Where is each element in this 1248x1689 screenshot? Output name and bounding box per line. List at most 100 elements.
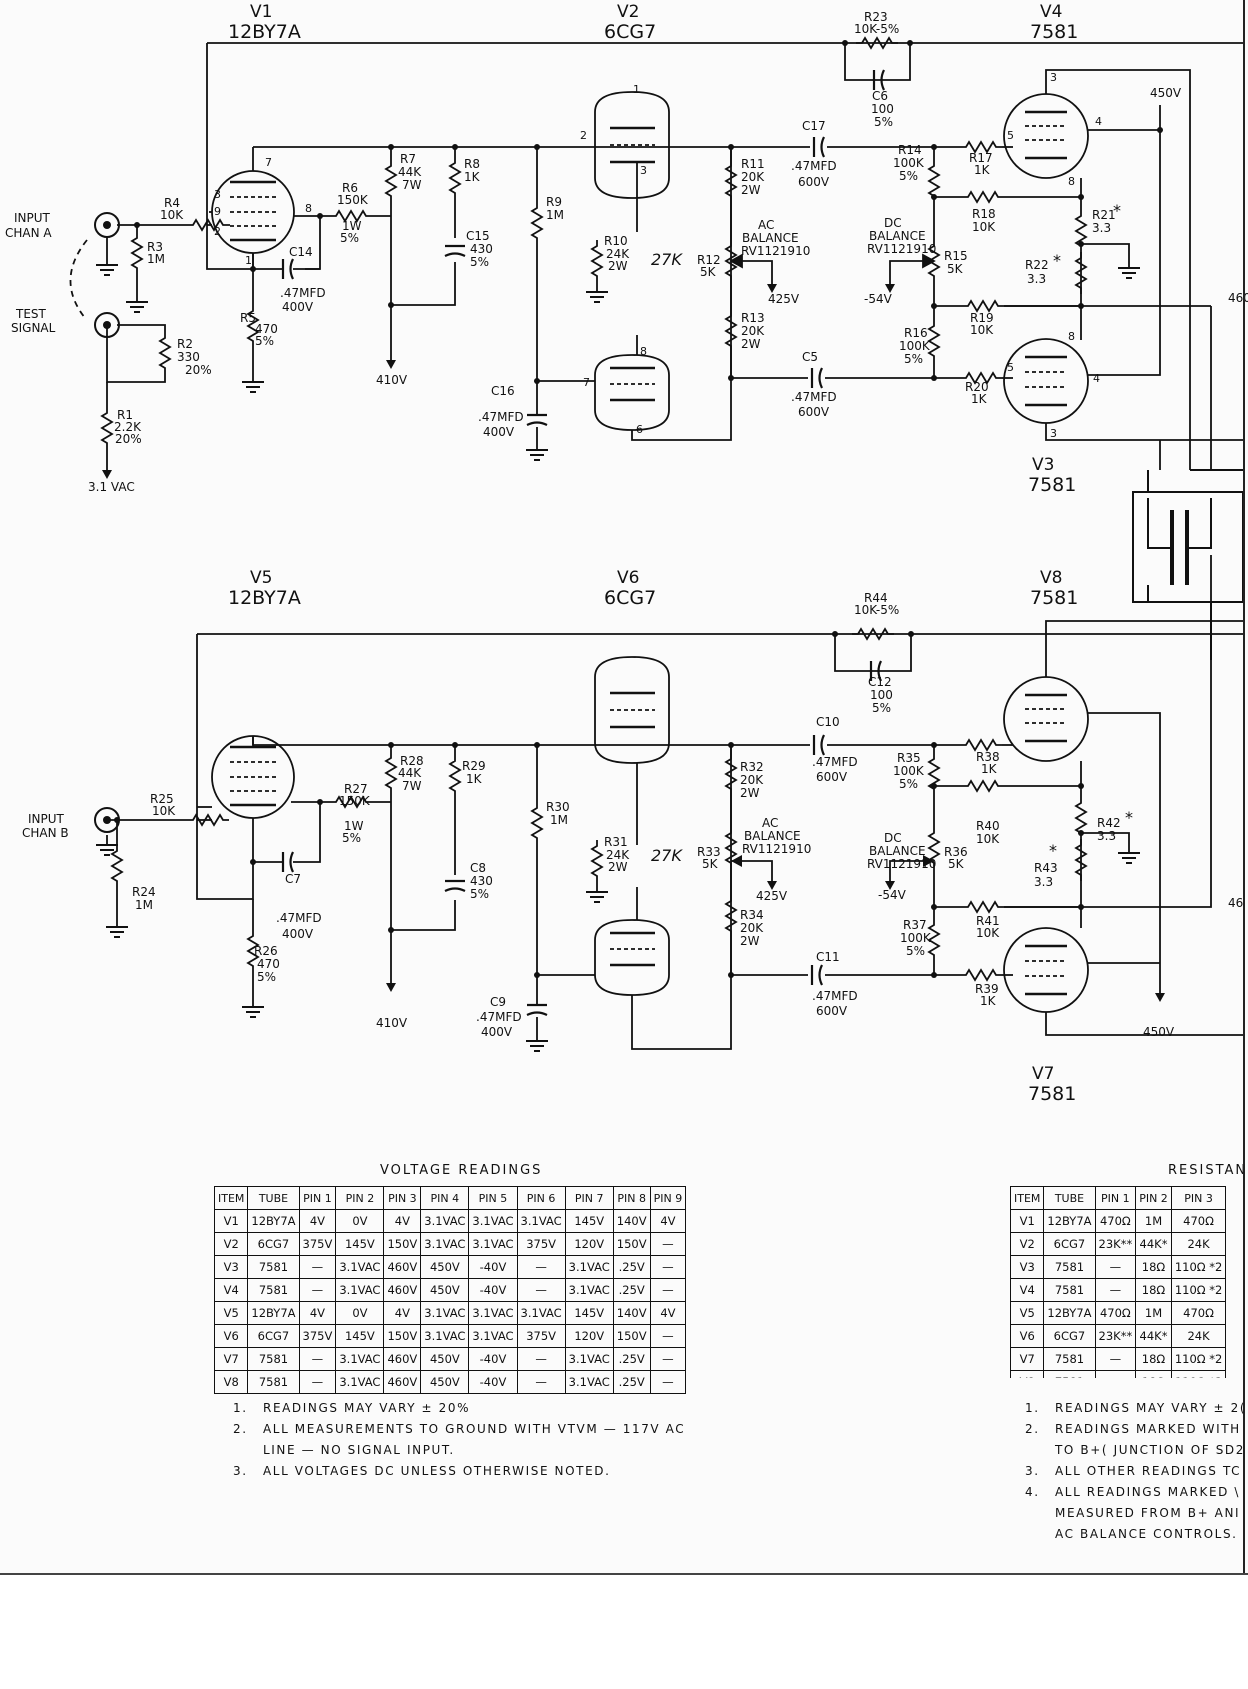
r43-val: 3.3 bbox=[1034, 875, 1053, 889]
voltage-table-cell: 145V bbox=[564, 1209, 614, 1233]
resistance-table-cell: 12BY7A bbox=[1043, 1209, 1096, 1233]
r31-ref: R31 bbox=[604, 835, 628, 849]
voltage-table-cell: .25V bbox=[612, 1347, 651, 1371]
r38-ref: R38 bbox=[976, 750, 1000, 764]
voltage-header-cell: PIN 6 bbox=[516, 1186, 566, 1210]
r31-w: 2W bbox=[608, 860, 628, 874]
voltage-table-cell: V3 bbox=[213, 1255, 249, 1279]
note-text: READINGS MAY VARY ± 2( bbox=[1055, 1401, 1243, 1415]
c16-v: 400V bbox=[483, 425, 515, 439]
voltage-table-cell: 460V bbox=[383, 1278, 422, 1302]
voltage-table-cell: — bbox=[649, 1255, 687, 1279]
note-line: 2.ALL MEASUREMENTS TO GROUND WITH VTVM —… bbox=[233, 1419, 685, 1440]
note-text: ALL MEASUREMENTS TO GROUND WITH VTVM — 1… bbox=[263, 1422, 686, 1436]
voltage-table-cell: -40V bbox=[468, 1255, 518, 1279]
c12-val: 100 bbox=[870, 688, 893, 702]
r1-tol: 20% bbox=[115, 432, 142, 446]
r12-val: 5K bbox=[700, 265, 717, 279]
resistance-table-cell: 470Ω bbox=[1094, 1301, 1137, 1325]
v2-pin-6: 6 bbox=[636, 423, 643, 436]
note-line: 3.ALL VOLTAGES DC UNLESS OTHERWISE NOTED… bbox=[233, 1461, 685, 1482]
note-line: 4.ALL READINGS MARKED \ bbox=[1025, 1482, 1243, 1503]
voltage-table-cell: 3.1VAC bbox=[468, 1324, 518, 1348]
r37-val: 100K bbox=[900, 931, 932, 945]
r19-ref: R19 bbox=[970, 311, 994, 325]
c17-val: .47MFD bbox=[791, 159, 837, 173]
resistance-header-cell: TUBE bbox=[1043, 1186, 1096, 1210]
tube-v7 bbox=[1003, 927, 1089, 1013]
ac-balance-b-2: BALANCE bbox=[744, 829, 801, 843]
supply-410-b: 410V bbox=[376, 1016, 408, 1030]
r6-val: 150K bbox=[337, 193, 369, 207]
c7-val: .47MFD bbox=[276, 911, 322, 925]
r35-ref: R35 bbox=[897, 751, 921, 765]
note-line: 1.READINGS MAY VARY ± 20% bbox=[233, 1398, 685, 1419]
r37-tol: 5% bbox=[906, 944, 925, 958]
v1-pin-1: 1 bbox=[245, 254, 252, 267]
resistance-table-cell: V5 bbox=[1010, 1301, 1045, 1325]
voltage-table-cell: 140V bbox=[612, 1301, 651, 1325]
v2-pin-7: 7 bbox=[583, 376, 590, 389]
r35-tol: 5% bbox=[899, 777, 918, 791]
c7-v: 400V bbox=[282, 927, 314, 941]
r4-val: 10K bbox=[160, 208, 184, 222]
r11-ref: R11 bbox=[741, 157, 765, 171]
r28-val: 44K bbox=[398, 766, 422, 780]
voltage-table-cell: 145V bbox=[564, 1301, 614, 1325]
ac-balance-a-1: AC bbox=[758, 218, 774, 232]
tube-v6 bbox=[594, 656, 670, 996]
v1-ref: V1 bbox=[250, 2, 272, 22]
labels-b: V5 12BY7A V6 6CG7 V8 7581 V7 7581 INPUT … bbox=[22, 568, 1243, 1105]
r17-val: 1K bbox=[974, 163, 991, 177]
v7-type: 7581 bbox=[1028, 1083, 1076, 1105]
resistance-table-cell: 24K bbox=[1170, 1232, 1227, 1256]
resistance-table-cell: 44K* bbox=[1135, 1232, 1172, 1256]
r26-tol: 5% bbox=[257, 970, 276, 984]
r15-ref: R15 bbox=[944, 249, 968, 263]
voltage-table-cell: 7581 bbox=[247, 1347, 300, 1371]
voltage-table-cell: — bbox=[516, 1370, 566, 1394]
r19-val: 10K bbox=[970, 323, 994, 337]
v3-pin-3: 3 bbox=[1050, 427, 1057, 440]
voltage-table-cell: 375V bbox=[298, 1324, 337, 1348]
c11-val: .47MFD bbox=[812, 989, 858, 1003]
supply-425-a: 425V bbox=[768, 292, 800, 306]
r6-tol: 5% bbox=[340, 231, 359, 245]
voltage-table-cell: 460V bbox=[383, 1255, 422, 1279]
r13-ref: R13 bbox=[741, 311, 765, 325]
voltage-table-cell: 150V bbox=[612, 1324, 651, 1348]
r14-ref: R14 bbox=[898, 143, 922, 157]
r13-val: 20K bbox=[741, 324, 765, 338]
voltage-table-cell: 6CG7 bbox=[247, 1324, 300, 1348]
r30-ref: R30 bbox=[546, 800, 570, 814]
r27-tol: 5% bbox=[342, 831, 361, 845]
r43-ref: R43 bbox=[1034, 861, 1058, 875]
resistance-header-cell: ITEM bbox=[1010, 1186, 1045, 1210]
v2-pin-2: 2 bbox=[580, 129, 587, 142]
resistance-table-cell: 7581 bbox=[1043, 1255, 1096, 1279]
c15-ref: C15 bbox=[466, 229, 490, 243]
resistance-table-cell: 110Ω *2 bbox=[1170, 1370, 1227, 1378]
v2-pin-1: 1 bbox=[633, 83, 640, 96]
voltage-table-cell: 120V bbox=[564, 1324, 614, 1348]
r5-tol: 5% bbox=[255, 334, 274, 348]
c14-ref: C14 bbox=[289, 245, 313, 259]
resistance-table-cell: 110Ω *2 bbox=[1170, 1255, 1227, 1279]
resistance-table-cell: V6 bbox=[1010, 1324, 1045, 1348]
r20-ref: R20 bbox=[965, 380, 989, 394]
voltage-table-cell: 4V bbox=[649, 1209, 687, 1233]
note-number: 1. bbox=[233, 1401, 248, 1415]
note-text: READINGS MARKED WITH bbox=[1055, 1422, 1241, 1436]
v2-type: 6CG7 bbox=[604, 21, 656, 43]
r11-w: 2W bbox=[741, 183, 761, 197]
voltage-table-cell: — bbox=[649, 1278, 687, 1302]
voltage-table-cell: 375V bbox=[298, 1232, 337, 1256]
resistance-readings-title: RESISTAN bbox=[1168, 1163, 1248, 1178]
